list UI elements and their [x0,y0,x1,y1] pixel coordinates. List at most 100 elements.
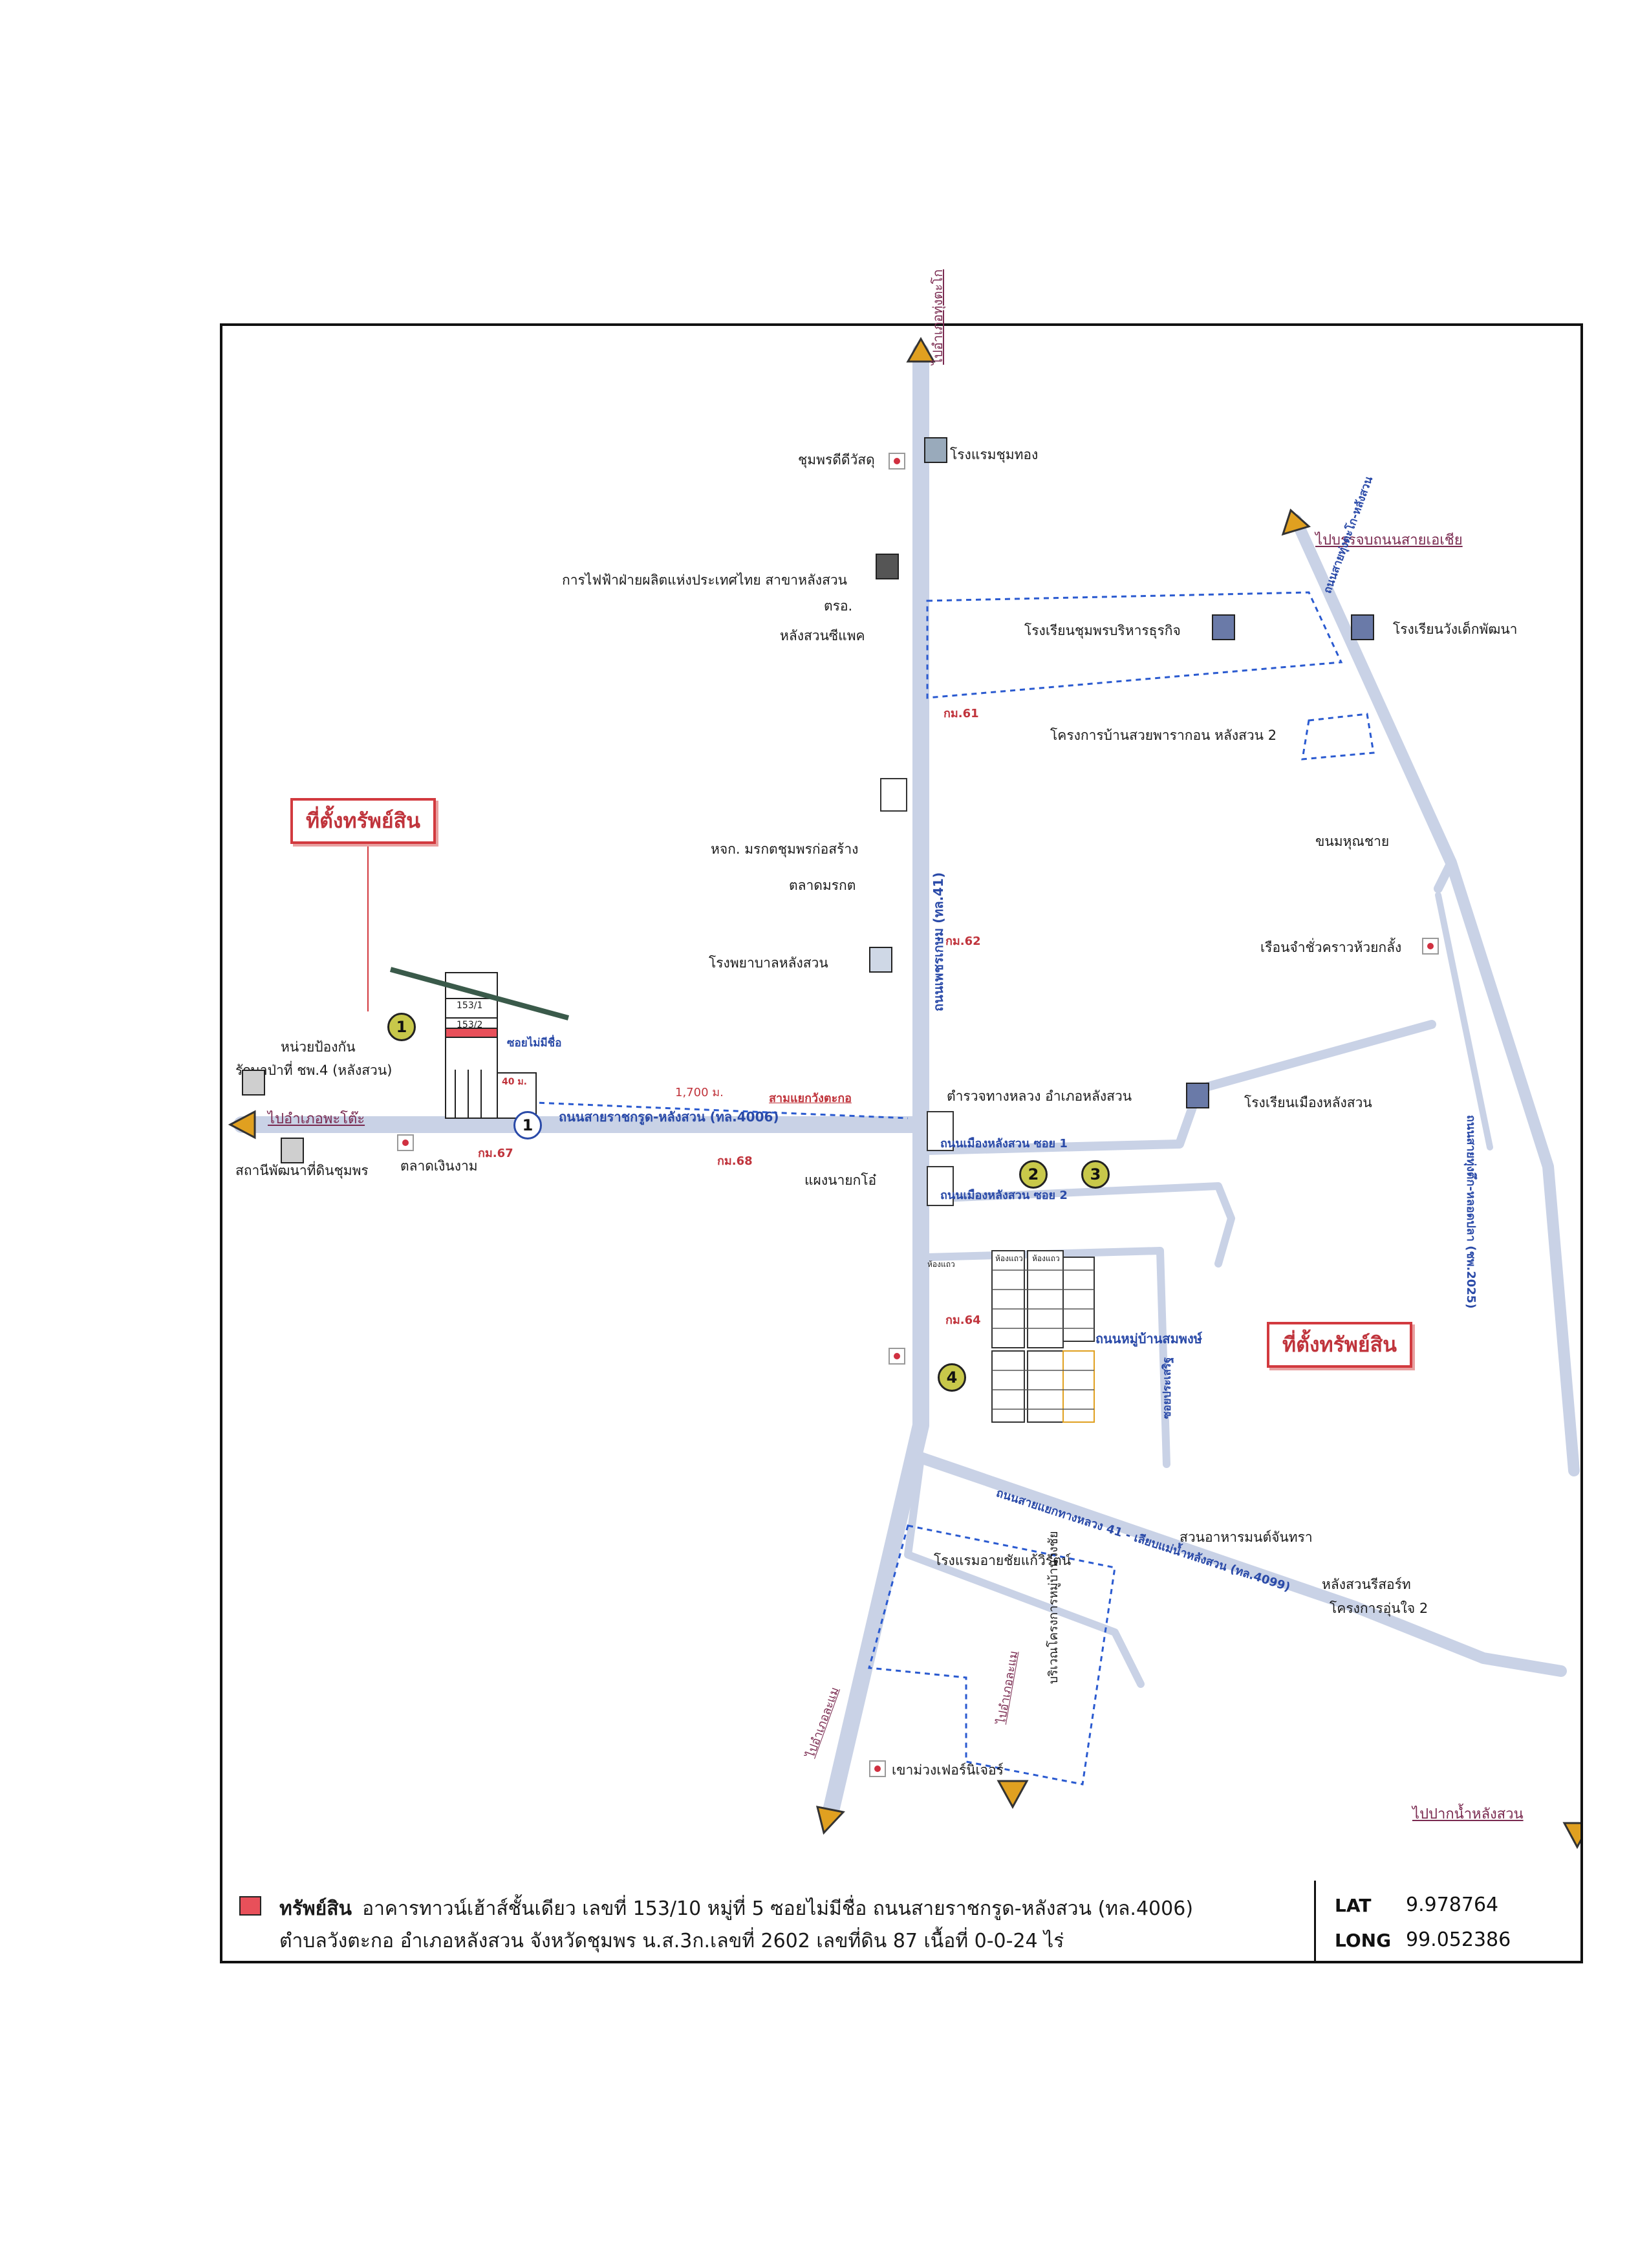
place-school-wangdek: โรงเรียนวังเด็กพัฒนา [1393,621,1518,637]
place-km61: กม.61 [943,707,979,720]
grid-block-4 [991,1350,1025,1423]
marker-3: 3 [1081,1160,1110,1189]
grid-label-b: ห้องแถว [1032,1254,1060,1263]
arrow-se [1562,1822,1580,1850]
roadside-buildings [880,778,954,1206]
road-soi1 [923,1020,1436,1155]
place-land-dev: สถานีพัฒนาที่ดินชุมพร [235,1163,369,1178]
long-value: 99.052386 [1406,1928,1511,1951]
arrow-north [906,336,936,363]
map-canvas [228,336,1580,1850]
map-frame: ไปอำเภอทุ่งตะโก ไปบรรจบถนนสายเอเชีย ไปอำ… [220,269,1583,1883]
place-km67: กม.67 [478,1147,513,1160]
place-prison: เรือนจำชั่วคราวห้วยกลั้ง [1260,940,1402,955]
arrow-west [228,1110,256,1139]
grid-block-1 [991,1250,1025,1348]
road-north-east [1290,514,1580,1476]
place-chumphon-dilok: ชุมพรดีดีวัสดุ [798,452,875,468]
place-school-business: โรงเรียนชุมพรบริหารธุรกิจ [1024,623,1181,638]
grid-block-6 [1062,1350,1095,1423]
legend-line-1: ทรัพย์สิน อาคารทาวน์เฮ้าส์ชั้นเดียว เลขที… [279,1894,1193,1924]
place-egat: การไฟฟ้าฝ่ายผลิตแห่งประเทศไทย สาขาหลังสว… [562,572,848,588]
power-plant-icon [876,554,899,579]
place-hospital: โรงพยาบาลหลังสวน [709,955,828,971]
place-housing-project: โครงการบ้านสวยพารากอน หลังสวน 2 [1050,728,1277,743]
legend-swatch [239,1896,261,1916]
house-icon [242,1070,265,1096]
road-east-label: ถนนสายทุ่งตึก-หลอดปลา (ชพ.2025) [1464,1115,1478,1309]
bldg-b [927,1111,954,1151]
arrow-sw [815,1806,845,1835]
grid-label-a: ห้องแถว [995,1254,1023,1263]
road-soi2 [923,1182,1235,1268]
place-police: ตำรวจทางหลวง อำเภอหลังสวน [947,1088,1132,1104]
place-intersection: สามแยกวังตะกอ [769,1092,852,1105]
plot-annex [497,1072,537,1119]
legend-text-1: อาคารทาวน์เฮ้าส์ชั้นเดียว เลขที่ 153/10 … [362,1897,1194,1920]
direction-arrows [228,336,1580,1850]
subject-plot [445,1028,498,1038]
place-morakot-market: ตลาดมรกต [789,878,856,893]
road-hwy41-label: ถนนเพชรเกษม (ทล.41) [931,872,946,1011]
road-network [233,343,1580,1822]
arrow-s [997,1780,1029,1809]
place-km62: กม.62 [945,934,981,948]
legend-box: ทรัพย์สิน อาคารทาวน์เฮ้าส์ชั้นเดียว เลขที… [220,1881,1583,1963]
road-soi1-label: ถนนเมืองหลังสวน ซอย 1 [940,1137,1068,1150]
school-icon-2 [1351,614,1374,640]
property-callout-2: ที่ตั้งทรัพย์สิน [1267,1322,1413,1368]
road-hwy41 [822,343,929,1822]
house-icon-2 [281,1138,304,1163]
marker-1-road: 1 [513,1111,542,1139]
place-khanom: ขนมหุณชาย [1315,834,1390,849]
place-resort: หลังสวนรีสอร์ท [1322,1577,1411,1592]
place-km68: กม.68 [717,1154,753,1168]
marker-1-plot: 1 [387,1013,416,1041]
place-hotel-chai: โรงแรมอายชัยแก้วิรัตน์ [934,1553,1072,1568]
place-korsang: หจก. มรกตชุมพรก่อสร้าง [711,841,859,857]
place-market-ngoen: ตลาดเงินงาม [400,1158,478,1174]
school-icon [1212,614,1235,640]
place-forest-unit-2: รักษาป่าที่ ชพ.4 (หลังสวน) [235,1063,393,1078]
plot-label-a: 153/1 [457,1000,483,1011]
boundary-school [926,591,1343,699]
bldg-c [927,1166,954,1206]
grid-block-3 [1062,1257,1095,1342]
dir-north-label: ไปอำเภอทุ่งตะโก [930,269,945,365]
place-school-langsuan: โรงเรียนเมืองหลังสวน [1244,1095,1372,1110]
place-forest-unit-1: หน่วยป้องกัน [281,1039,356,1055]
marker-2: 2 [1019,1160,1048,1189]
place-project-unjai: โครงการอุ่นใจ 2 [1330,1601,1428,1616]
place-mooban-area: บริเวณโครงการหมู่บ้านวงชัย [1046,1531,1061,1684]
dir-southeast-label: ไปปากน้ำหลังสวน [1412,1806,1524,1822]
hospital-icon [869,947,892,973]
grid-label-c: ห้องแถว [927,1260,955,1269]
road-maimichue-label: ซอยไม่มีชื่อ [507,1037,562,1050]
boundaries [519,591,1375,1786]
place-tor-sor: ตรอ. [824,598,853,614]
school-icon-3 [1186,1083,1209,1108]
place-kaeng-nai-yok: แผงนายกโอ๋ [804,1172,877,1188]
lat-label: LAT [1335,1895,1372,1916]
grid-block-5 [1027,1350,1064,1423]
arrow-ne [1281,508,1311,536]
townhouse-lines [992,1269,1094,1410]
market-icon [397,1134,414,1151]
road-hwy4006-label: ถนนสายราชกรูด-หลังสวน (ทล.4006) [559,1109,779,1125]
road-mooban-label: ถนนหมู่บ้านสมพงษ์ [1095,1331,1202,1346]
road-loop [904,1454,1145,1688]
legend-label: ทรัพย์สิน [279,1897,352,1920]
place-km64: กม.64 [945,1313,981,1327]
townhouse-grid [991,1250,1095,1423]
bldg-a [880,778,907,812]
plot-label-b: 153/2 [457,1020,483,1030]
grid-block-2 [1027,1250,1064,1348]
marker-4: 4 [938,1363,966,1392]
legend-description: ทรัพย์สิน อาคารทาวน์เฮ้าส์ชั้นเดียว เลขที… [222,1881,1316,1961]
place-distance-small: 40 ม. [502,1077,527,1087]
place-restaurant: สวนอาหารมนต์จันทรา [1180,1529,1313,1545]
furniture-icon [869,1760,886,1777]
dir-west-label: ไปอำเภอพะโต๊ะ [268,1111,365,1127]
road-hwy4099 [915,1452,1567,1677]
hotel-icon [924,437,947,463]
